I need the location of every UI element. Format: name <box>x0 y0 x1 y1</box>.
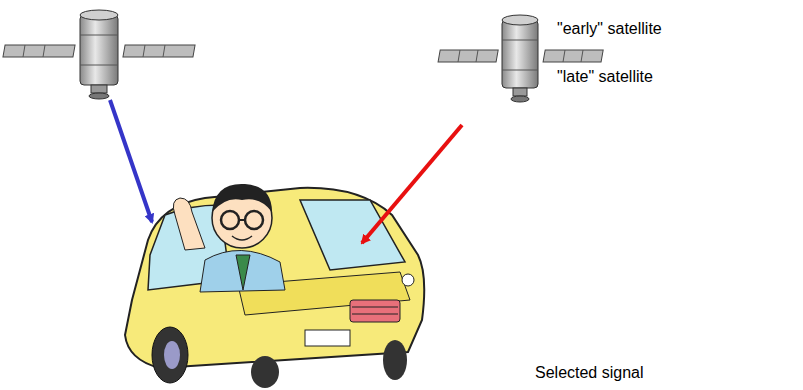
signal-arrow-early <box>110 100 152 222</box>
signal-label: Selected signal <box>535 364 644 382</box>
car <box>125 184 424 388</box>
satellite-label: "early" satellite <box>557 20 662 38</box>
satellite-early <box>3 10 195 99</box>
signal-arrow-late <box>362 125 462 243</box>
satellite-label: "late" satellite <box>557 68 653 86</box>
